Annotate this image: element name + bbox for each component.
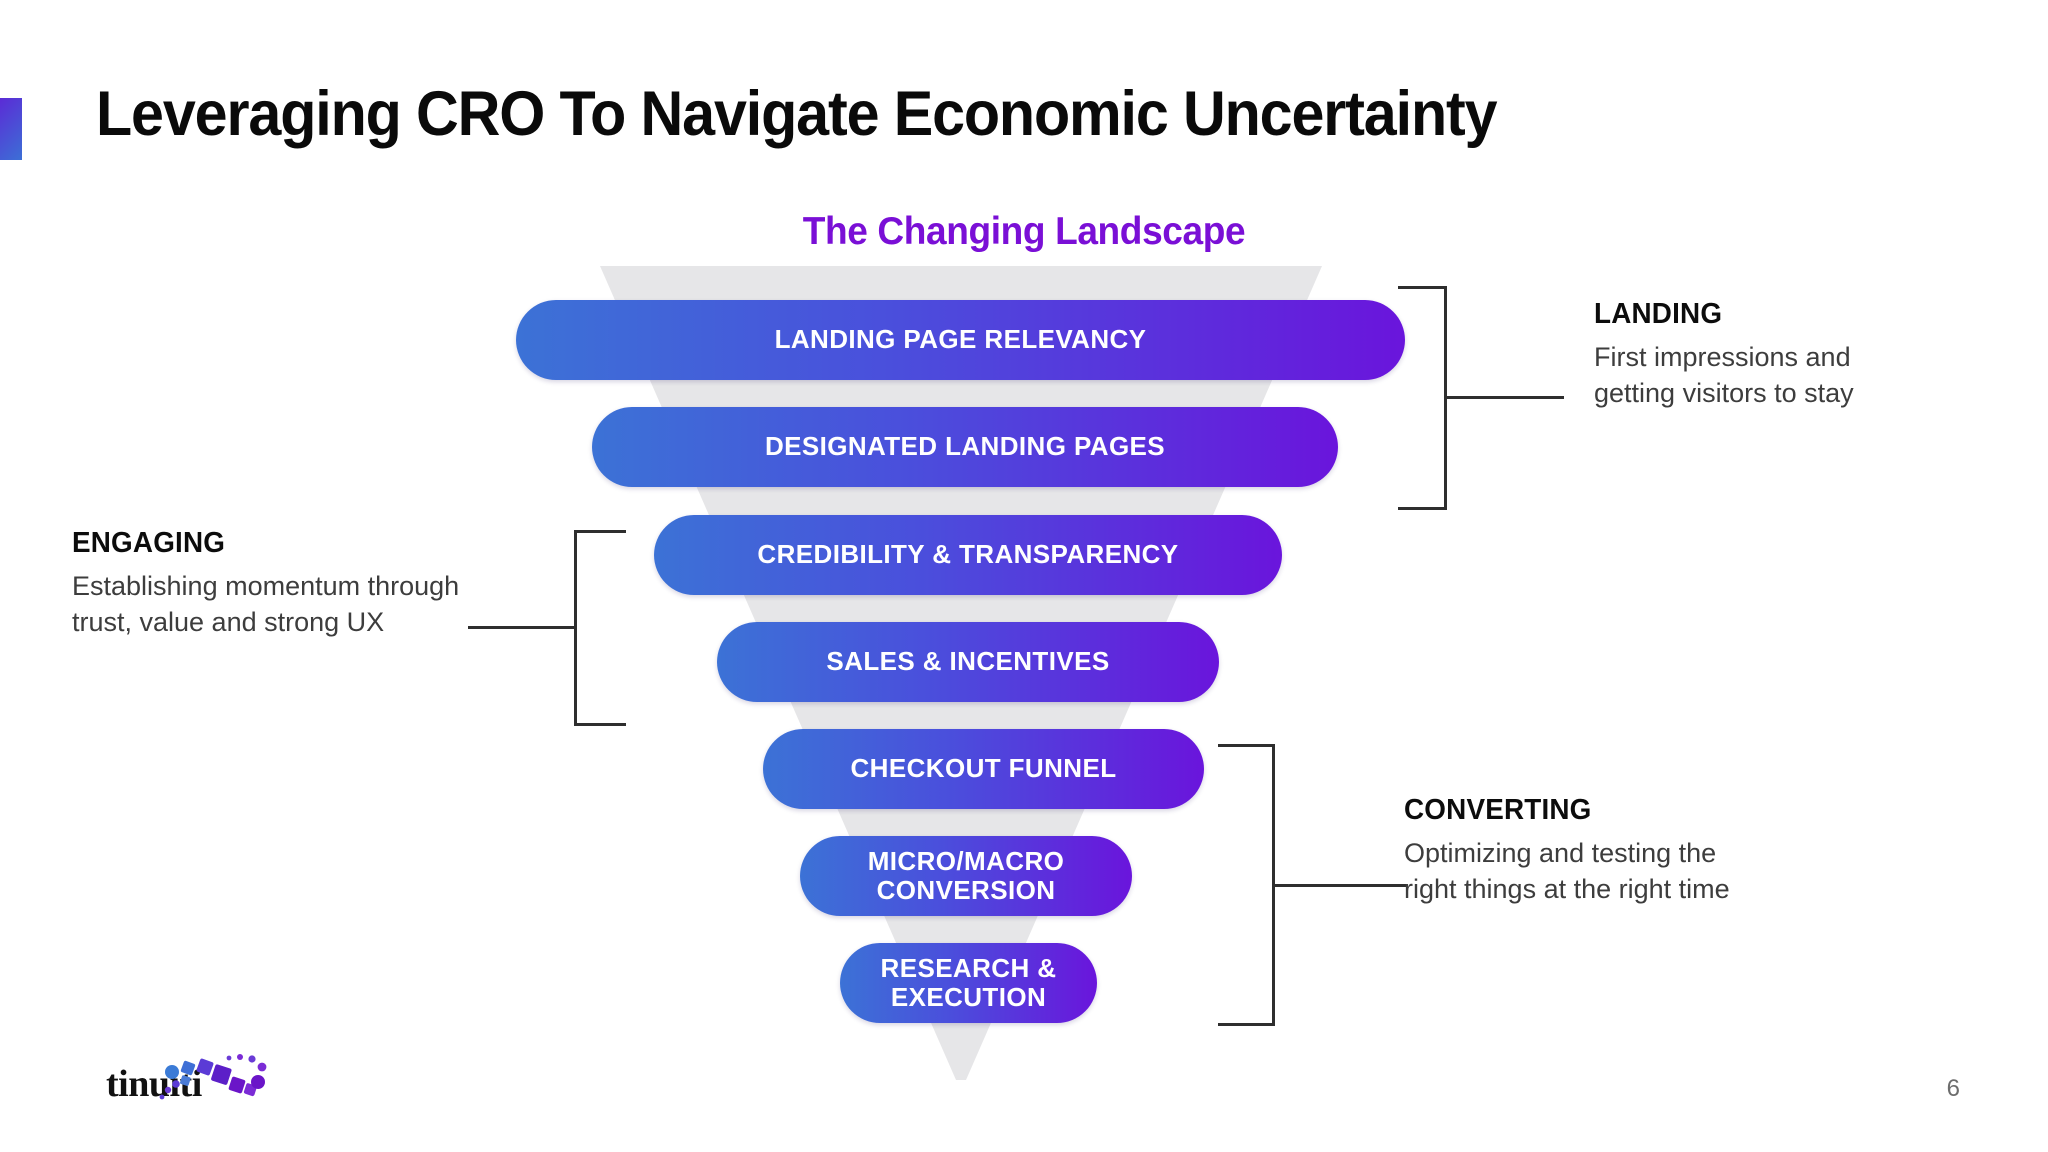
- callout-title: CONVERTING: [1404, 794, 1592, 826]
- funnel-stage-label: CREDIBILITY & TRANSPARENCY: [757, 539, 1179, 570]
- funnel-stage-bar[interactable]: DESIGNATED LANDING PAGES: [592, 407, 1338, 487]
- bracket-converting: [1218, 744, 1408, 1026]
- infinity-dots-icon: [159, 1054, 267, 1100]
- page-title: Leveraging CRO To Navigate Economic Unce…: [96, 79, 1498, 149]
- funnel-heading: The Changing Landscape: [802, 210, 1246, 253]
- callout-converting: CONVERTING Optimizing and testing the ri…: [1404, 794, 1774, 908]
- funnel-stage-label: LANDING PAGE RELEVANCY: [774, 324, 1147, 355]
- funnel-stage-bar[interactable]: RESEARCH & EXECUTION: [840, 943, 1097, 1023]
- callout-title: LANDING: [1594, 298, 1723, 330]
- callout-body: Optimizing and testing the right things …: [1404, 838, 1730, 904]
- funnel-stage-bar[interactable]: CHECKOUT FUNNEL: [763, 729, 1204, 809]
- funnel-stage-label: SALES & INCENTIVES: [826, 646, 1110, 677]
- funnel-stage-bar[interactable]: CREDIBILITY & TRANSPARENCY: [654, 515, 1282, 595]
- callout-body: First impressions and getting visitors t…: [1594, 342, 1854, 408]
- bracket-landing: [1398, 286, 1578, 510]
- funnel-stage-bar[interactable]: SALES & INCENTIVES: [717, 622, 1219, 702]
- callout-title: ENGAGING: [72, 527, 226, 559]
- callout-engaging: ENGAGING Establishing momentum through t…: [72, 527, 472, 641]
- callout-body: Establishing momentum through trust, val…: [72, 571, 460, 637]
- funnel-stage-label: RESEARCH & EXECUTION: [880, 952, 1057, 1012]
- page-number: 6: [1946, 1075, 1960, 1102]
- funnel-stage-label: CHECKOUT FUNNEL: [850, 753, 1117, 784]
- bracket-engaging: [468, 530, 660, 726]
- tinuiti-logo: tinuiti: [106, 1040, 276, 1110]
- funnel-stage-label: MICRO/MACRO CONVERSION: [867, 845, 1065, 905]
- funnel-stage-bar[interactable]: LANDING PAGE RELEVANCY: [516, 300, 1405, 380]
- funnel-stage-bar[interactable]: MICRO/MACRO CONVERSION: [800, 836, 1132, 916]
- funnel-stage-label: DESIGNATED LANDING PAGES: [764, 431, 1166, 462]
- accent-bar: [0, 98, 22, 160]
- callout-landing: LANDING First impressions and getting vi…: [1594, 298, 1924, 412]
